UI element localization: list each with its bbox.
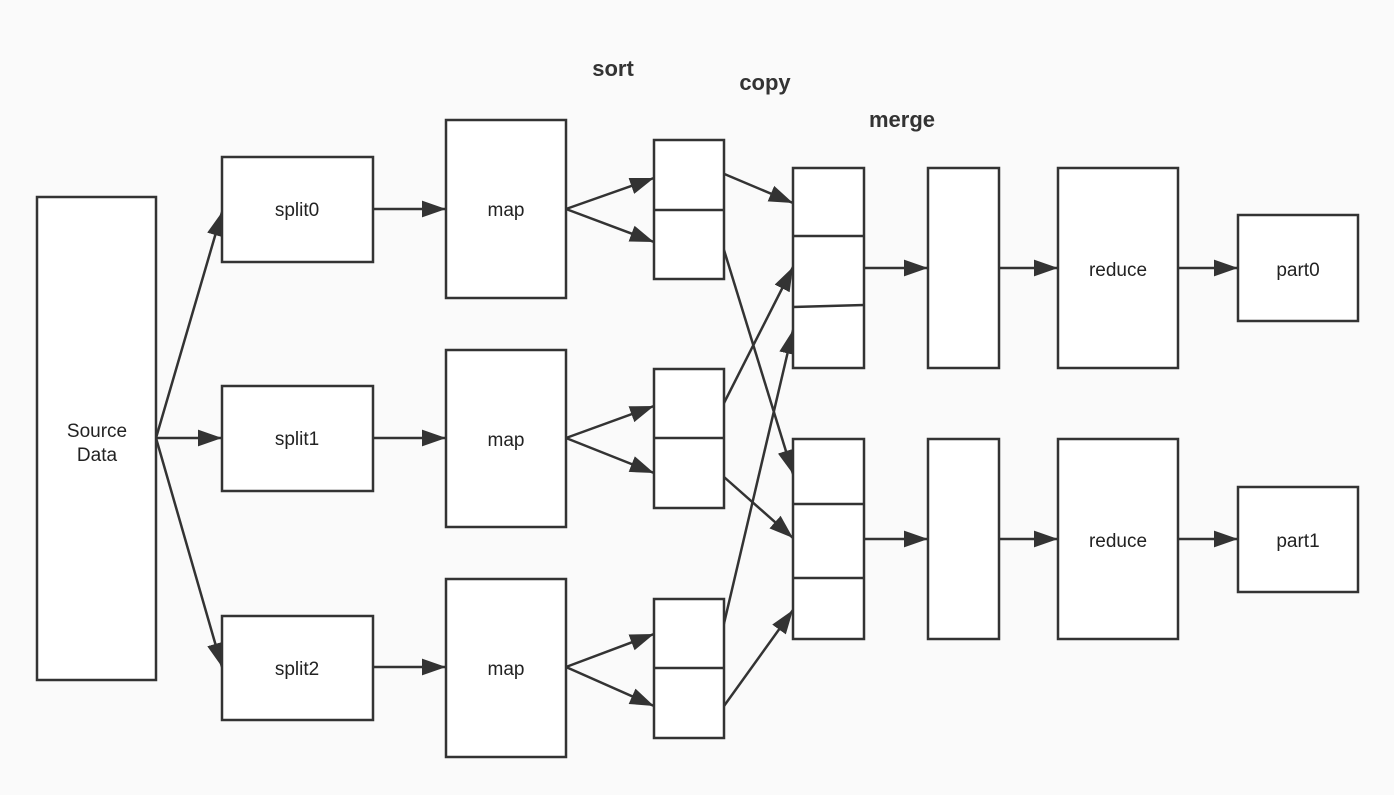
edge-map0-sort0a xyxy=(565,176,655,211)
merge-buffer-1 xyxy=(791,437,866,641)
split-node-2: split2 xyxy=(220,614,375,722)
part-node-0: part0 xyxy=(1236,213,1360,323)
split-node-1: split1 xyxy=(220,384,375,493)
stage-label-copy: copy xyxy=(739,70,791,95)
source-data-node: Source Data xyxy=(35,195,158,682)
part-node-1: part1 xyxy=(1236,485,1360,594)
sort-buffer-1 xyxy=(652,367,726,510)
part-label-1: part1 xyxy=(1276,531,1319,552)
edge-source-split0 xyxy=(154,211,224,439)
merged-output-0 xyxy=(926,166,1001,370)
stage-label-merge: merge xyxy=(869,107,935,132)
edge-source-split2 xyxy=(154,437,224,668)
stage-label-sort: sort xyxy=(592,56,634,81)
reduce-label-0: reduce xyxy=(1089,260,1147,281)
merged-output-1 xyxy=(926,437,1001,641)
sort-buffer-2 xyxy=(652,597,726,740)
source-data-label-line2: Data xyxy=(77,445,118,466)
edge-copy-s2a-m0 xyxy=(720,329,796,633)
split-label-1: split1 xyxy=(275,429,319,450)
split-label-0: split0 xyxy=(275,200,319,221)
edge-map2-sort2b xyxy=(565,665,655,708)
split-node-0: split0 xyxy=(220,155,375,264)
part-label-0: part0 xyxy=(1276,260,1319,281)
source-data-label-line1: Source xyxy=(67,421,127,442)
map-label-0: map xyxy=(488,200,525,221)
edge-copy-s2b-m1 xyxy=(722,609,795,707)
edge-map1-sort1b xyxy=(565,436,655,475)
reduce-label-1: reduce xyxy=(1089,531,1147,552)
edge-map1-sort1a xyxy=(565,404,655,440)
edge-copy-s0a-m0 xyxy=(721,171,794,205)
sort-buffer-0 xyxy=(652,138,726,281)
edge-map0-sort0b xyxy=(565,207,655,244)
map-node-1: map xyxy=(444,348,568,529)
split-label-2: split2 xyxy=(275,659,319,680)
edge-map2-sort2a xyxy=(565,632,655,669)
reduce-node-0: reduce xyxy=(1056,166,1180,370)
map-node-2: map xyxy=(444,577,568,759)
edge-copy-s0b-m1 xyxy=(722,249,795,475)
reduce-node-1: reduce xyxy=(1056,437,1180,641)
map-label-1: map xyxy=(488,430,525,451)
edges xyxy=(154,171,1238,708)
map-label-2: map xyxy=(488,659,525,680)
merge-buffer-0 xyxy=(791,166,866,370)
map-node-0: map xyxy=(444,118,568,300)
edge-copy-s1b-m1 xyxy=(723,476,794,539)
edge-copy-s1a-m0 xyxy=(722,266,795,404)
